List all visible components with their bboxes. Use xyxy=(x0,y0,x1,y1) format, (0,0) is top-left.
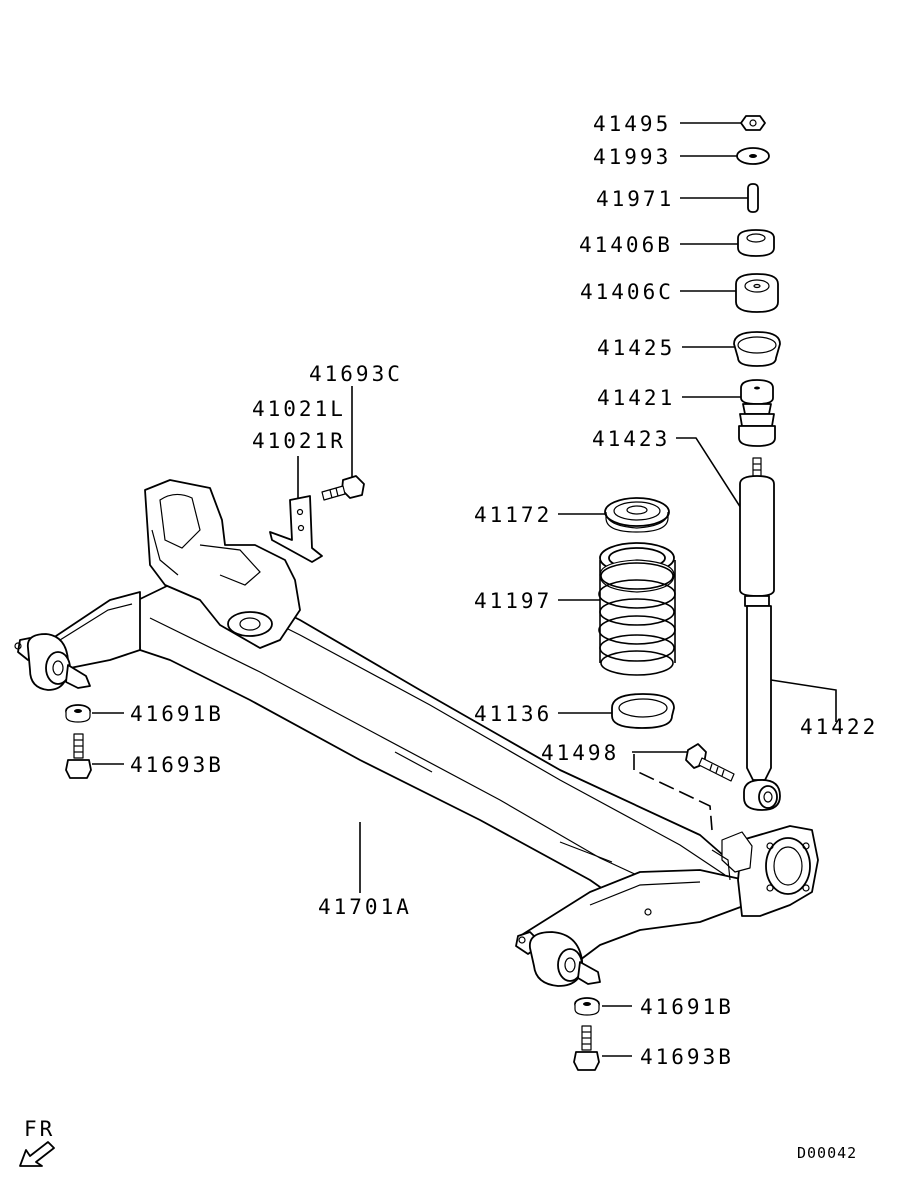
bolt-41498-install-path xyxy=(633,754,713,831)
bracket-41021-shape xyxy=(269,495,323,563)
collar-41971-shape xyxy=(747,183,759,213)
label-41021l: 41021L xyxy=(252,397,346,421)
bushing-41406b-shape xyxy=(737,229,775,257)
leader-41423 xyxy=(676,437,756,531)
label-41423: 41423 xyxy=(592,427,670,451)
label-41691b-left: 41691B xyxy=(130,702,224,726)
bolt-41693b-left-shape xyxy=(65,733,92,779)
lower-seat-41136-shape xyxy=(611,693,675,729)
label-41691b-right: 41691B xyxy=(640,995,734,1019)
label-41136: 41136 xyxy=(474,702,552,726)
label-41422: 41422 xyxy=(800,715,878,739)
shock-absorber-41422-shape xyxy=(739,457,781,811)
front-direction-arrow-icon xyxy=(19,1141,55,1167)
label-41701a: 41701A xyxy=(318,895,412,919)
axle-beam-41701a-shape xyxy=(14,479,819,987)
bushing-41406c-shape xyxy=(735,273,779,313)
leader-41422 xyxy=(770,679,837,722)
label-41421: 41421 xyxy=(597,386,675,410)
diagram-code: D00042 xyxy=(797,1144,857,1162)
coil-spring-41197-shape xyxy=(598,542,676,676)
label-41495: 41495 xyxy=(593,112,671,136)
label-41425: 41425 xyxy=(597,336,675,360)
washer-41993-shape xyxy=(736,147,770,165)
label-41971: 41971 xyxy=(596,187,674,211)
bolt-41693c-shape xyxy=(321,475,365,501)
bolt-41498-shape xyxy=(685,743,735,782)
label-41498: 41498 xyxy=(541,741,619,765)
washer-41691b-left-shape xyxy=(65,704,91,723)
label-41993: 41993 xyxy=(593,145,671,169)
bumper-41421-shape xyxy=(738,379,776,447)
spring-seat-41172-shape xyxy=(604,497,670,533)
bolt-41693b-right-shape xyxy=(573,1025,600,1071)
label-41021r: 41021R xyxy=(252,429,346,453)
label-41197: 41197 xyxy=(474,589,552,613)
label-41406c: 41406C xyxy=(580,280,674,304)
cup-41425-shape xyxy=(733,331,781,367)
label-41693b-right: 41693B xyxy=(640,1045,734,1069)
label-41406b: 41406B xyxy=(579,233,673,257)
washer-41691b-right-shape xyxy=(574,997,600,1016)
label-41693c: 41693C xyxy=(309,362,403,386)
direction-label: FR xyxy=(24,1117,55,1141)
label-41693b-left: 41693B xyxy=(130,753,224,777)
nut-41495-shape xyxy=(740,115,766,131)
label-41172: 41172 xyxy=(474,503,552,527)
